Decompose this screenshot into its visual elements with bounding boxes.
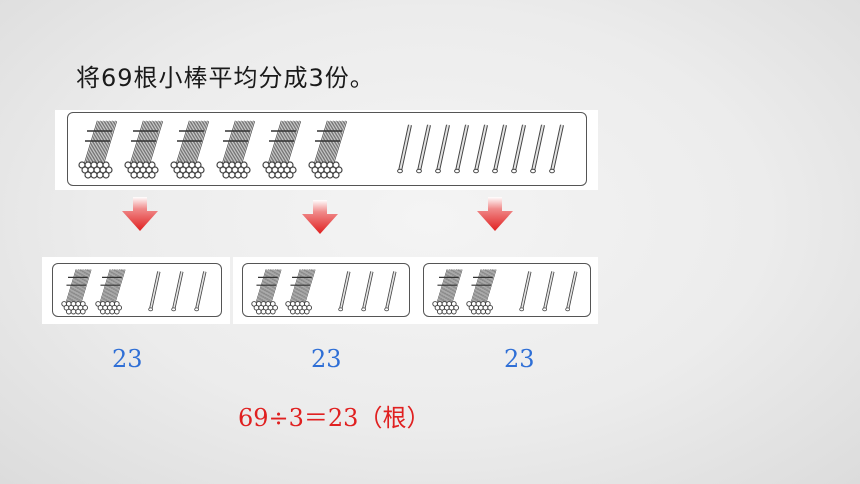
group-sticks-illustration <box>251 269 397 315</box>
stick-bundle <box>432 269 463 315</box>
group-sticks-frame <box>242 263 410 317</box>
single-stick <box>542 271 555 312</box>
stick-bundle <box>78 120 118 179</box>
single-stick <box>384 271 397 312</box>
total-sticks-frame <box>67 112 587 186</box>
single-stick <box>194 271 207 312</box>
stick-bundle <box>251 269 282 315</box>
single-stick <box>416 124 431 174</box>
single-stick <box>492 124 507 174</box>
single-stick <box>511 124 526 174</box>
down-arrow-icon <box>477 197 513 231</box>
stick-bundle <box>95 269 126 315</box>
stick-bundle <box>308 120 348 179</box>
single-stick <box>530 124 545 174</box>
stick-bundle <box>124 120 164 179</box>
single-stick <box>397 124 412 174</box>
single-stick <box>148 271 161 312</box>
single-stick <box>565 271 578 312</box>
group-count-label: 23 <box>311 345 342 373</box>
single-stick <box>454 124 469 174</box>
group-sticks-frame <box>52 263 222 317</box>
stick-bundle <box>61 269 92 315</box>
down-arrow-icon <box>302 200 338 234</box>
stick-bundle <box>285 269 316 315</box>
single-stick <box>549 124 564 174</box>
single-stick <box>361 271 374 312</box>
slide-title: 将69根小棒平均分成3份。 <box>76 64 375 92</box>
group-sticks-illustration <box>61 269 207 315</box>
group-sticks-illustration <box>432 269 578 315</box>
single-stick <box>171 271 184 312</box>
single-stick <box>338 271 351 312</box>
total-sticks-illustration <box>78 120 564 179</box>
stick-bundle <box>216 120 256 179</box>
stick-bundle <box>262 120 302 179</box>
group-count-label: 23 <box>112 345 143 373</box>
single-stick <box>435 124 450 174</box>
division-equation: 69÷3＝23（根） <box>238 404 431 432</box>
single-stick <box>519 271 532 312</box>
group-sticks-frame <box>423 263 591 317</box>
down-arrow-icon <box>122 197 158 231</box>
group-count-label: 23 <box>504 345 535 373</box>
stick-bundle <box>170 120 210 179</box>
stick-bundle <box>466 269 497 315</box>
single-stick <box>473 124 488 174</box>
